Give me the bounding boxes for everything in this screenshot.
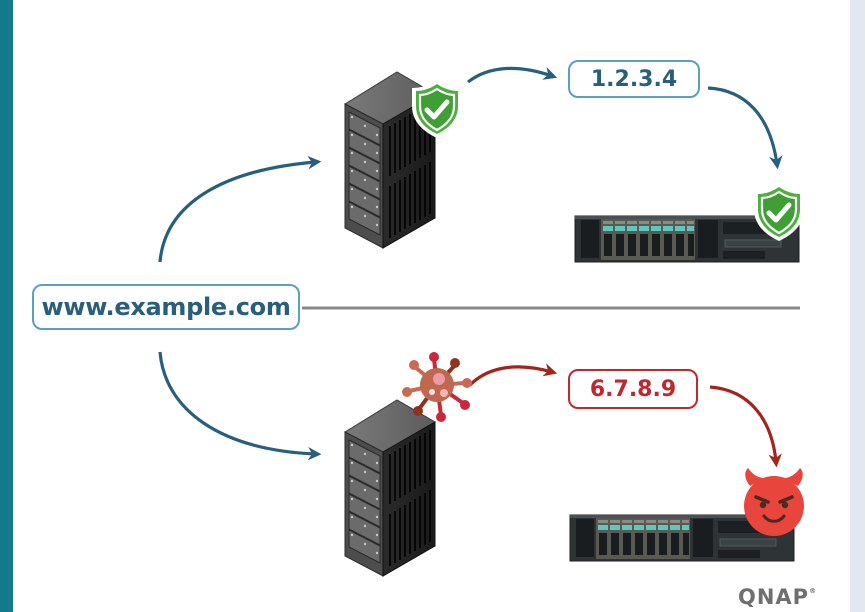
right-edge-strip [850,0,865,612]
arrow-legit-ip-to-server [707,86,783,170]
poisoned-dns-server-icon [344,399,436,577]
devil-face-icon [744,468,804,536]
arrow-malicious-ip-to-server [709,385,782,468]
qnap-logo: QNAP® [738,585,817,609]
legit-ip-text: 1.2.3.4 [590,66,678,92]
arrow-legit-dns-to-ip [467,66,558,84]
malicious-ip-text: 6.7.8.9 [589,376,677,402]
malicious-ip-label: 6.7.8.9 [568,369,698,409]
arrow-domain-to-poisoned-dns [158,351,322,461]
domain-name-text: www.example.com [41,293,291,321]
arrow-domain-to-legit-dns [158,155,322,263]
domain-name-label: www.example.com [32,284,300,330]
arrow-poisoned-dns-to-ip [468,363,558,387]
left-accent-bar [0,0,13,612]
legit-ip-label: 1.2.3.4 [568,60,700,98]
logo-text: QNAP [738,585,810,609]
virus-icon [402,352,472,422]
logo-trademark: ® [809,587,818,595]
